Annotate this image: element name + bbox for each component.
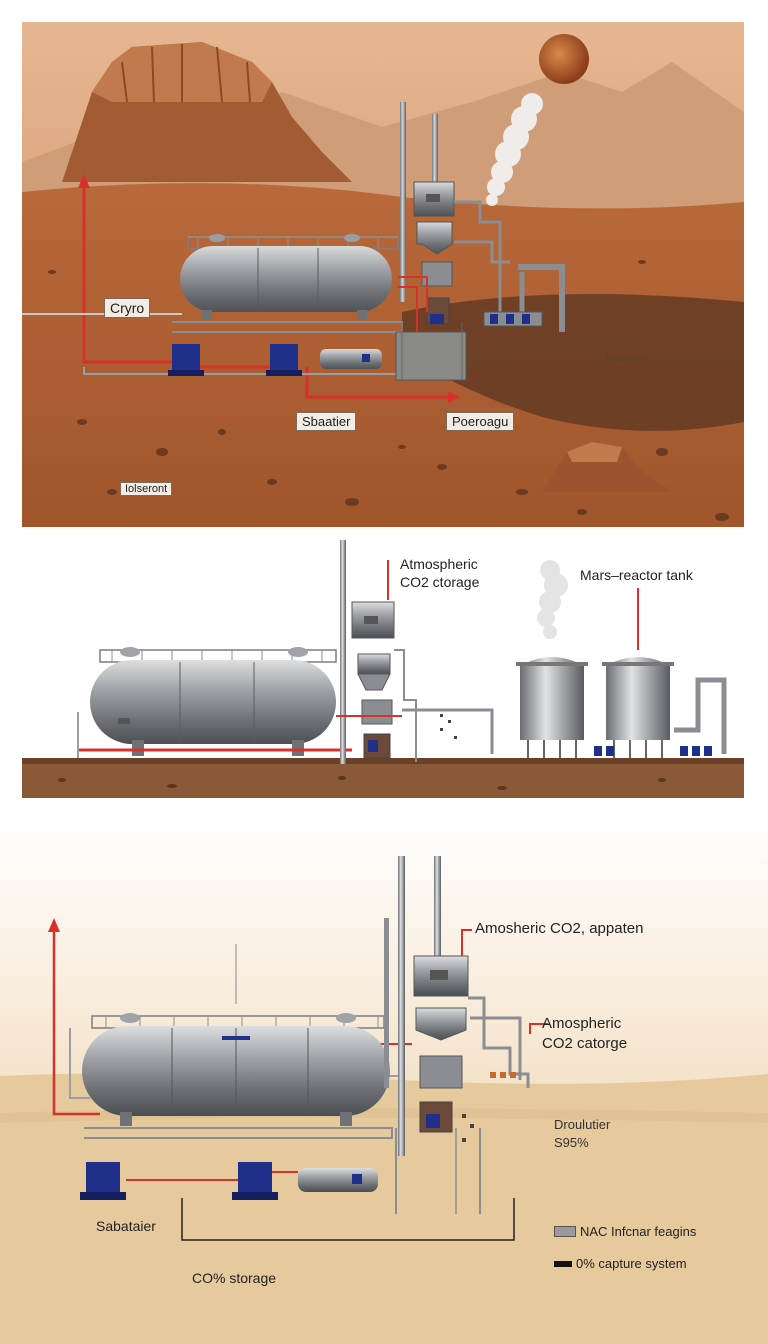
desert-process-tower (413, 955, 469, 1133)
label-sbaatier: Sbaatier (296, 412, 357, 431)
elevation-tower (351, 601, 395, 759)
reactor-tank-right (602, 657, 674, 758)
elevation-illustration (22, 540, 744, 798)
process-tower (413, 181, 455, 325)
pump-left (168, 344, 204, 376)
smoke-plume (486, 93, 543, 206)
elevation-smoke (537, 560, 568, 639)
label-atmospheric-co2-storage: Amospheric CO2 catorge (542, 1015, 628, 1052)
desert-heat-exchanger (298, 1168, 378, 1192)
reactor-tank-left (516, 657, 588, 758)
label-droulutier: Droulutier S95% (554, 1117, 611, 1150)
up-arrow-icon-desert (48, 918, 60, 932)
label-atmospheric-storage: Atmospheric CO2 ctorage (400, 556, 480, 590)
pump-center (266, 344, 302, 376)
desert-illustration (0, 818, 768, 1344)
label-co-storage: CO% storage (192, 1270, 277, 1286)
desert-pump-left (80, 1162, 126, 1200)
up-arrow-icon (78, 174, 90, 188)
label-sabataier: Sabataier (96, 1218, 156, 1234)
horizontal-storage-tank (180, 234, 399, 320)
desert-horizontal-tank (82, 1013, 390, 1126)
label-cryro: Cryro (104, 298, 151, 318)
legend-swatch-gray (554, 1226, 576, 1237)
label-amosheric-apparatus: Amosheric CO2, appaten (475, 920, 644, 937)
secondary-units (483, 311, 543, 327)
legend-item-capture: 0% capture system (554, 1256, 687, 1271)
label-mars-reactor-tank: Mars–reactor tank (580, 567, 693, 583)
desert-panel: Amosheric CO2, appaten Amospheric CO2 ca… (0, 818, 768, 1344)
label-rasmonor: Rasmonor (606, 354, 648, 364)
desert-pump-center (232, 1162, 278, 1200)
elevation-horizontal-tank (90, 647, 337, 756)
legend-item-infcnar: NAC Infcnar feagins (554, 1224, 696, 1239)
label-poeroagu: Poeroagu (446, 412, 515, 431)
legend-label-infcnar: NAC Infcnar feagins (580, 1224, 697, 1239)
mars-scene-panel: Cryro Sbaatier Poeroagu Iolseront Rasmon… (22, 22, 744, 527)
legend-label-capture: 0% capture system (576, 1256, 687, 1271)
right-arrow-icon (448, 391, 460, 403)
legend-swatch-black (554, 1260, 572, 1267)
elevation-panel: Atmospheric CO2 ctorage Mars–reactor tan… (22, 540, 744, 798)
mars-scene-illustration (22, 22, 744, 527)
label-iolseront: Iolseront (120, 482, 173, 496)
planet-icon (539, 34, 589, 84)
